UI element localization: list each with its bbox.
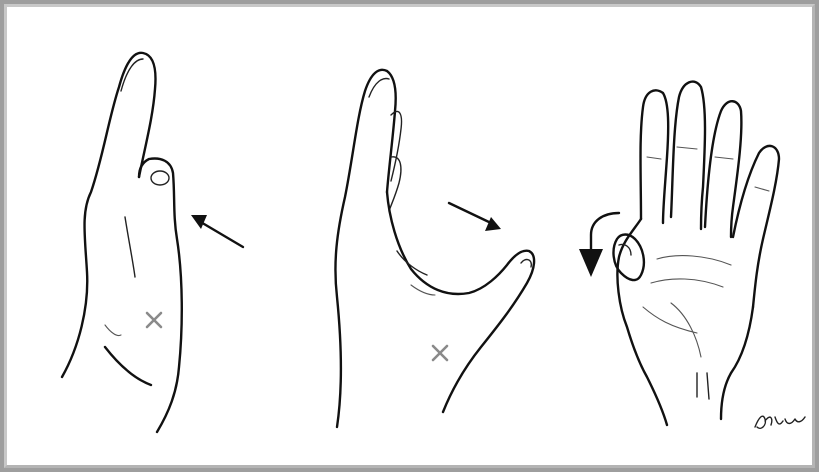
arrow-up-left-icon [191,215,243,247]
illustration-area [4,4,815,468]
pressure-point-marker-2 [433,346,447,360]
thumbnail [151,171,169,185]
hand-extension [62,53,243,432]
hand-flexion [335,70,534,427]
hand-illustrations [7,7,812,465]
curved-arrow-down-icon [579,213,619,277]
hand-palm-view [579,82,779,425]
pressure-point-marker-1 [147,313,161,327]
artist-signature [755,416,805,428]
arrow-down-right-icon [449,203,501,231]
